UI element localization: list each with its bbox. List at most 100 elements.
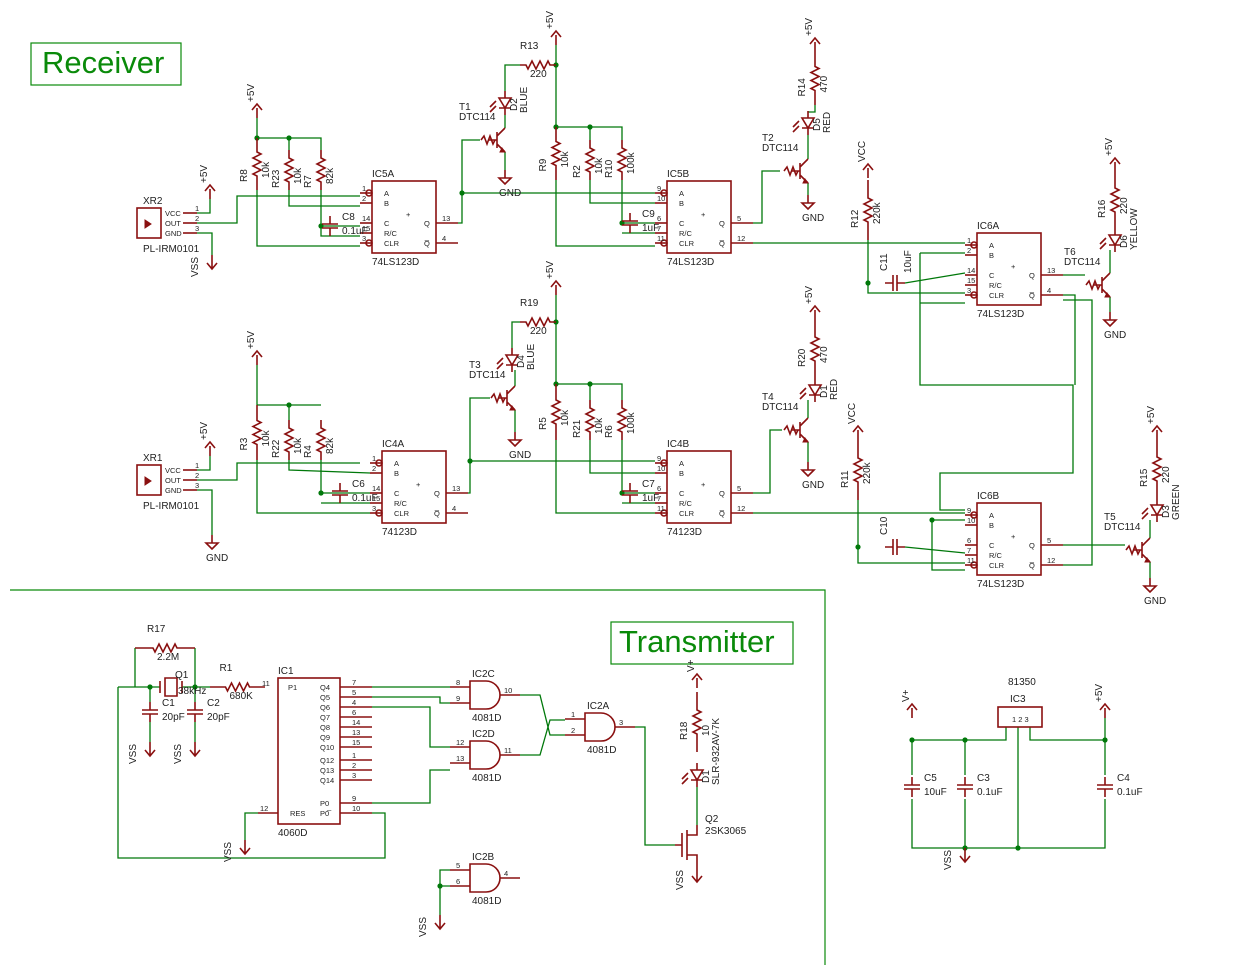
- pin-number: 5: [456, 861, 460, 870]
- invert-bubble: [970, 511, 978, 519]
- pin-number: 7: [657, 224, 661, 233]
- supply-label: +5V: [545, 261, 556, 279]
- pin-number: 1: [195, 461, 199, 470]
- wire: [589, 180, 655, 204]
- supply-arrow-icon: [862, 162, 874, 178]
- supply-label: +5V: [1104, 138, 1115, 156]
- led-icon: [689, 763, 705, 787]
- pin-label: 1 2 3: [1012, 715, 1029, 724]
- pin-label: C: [394, 489, 400, 498]
- led-icon: [1149, 498, 1165, 522]
- resistor-value: 220k: [872, 201, 883, 224]
- pin-number: 1: [352, 751, 356, 760]
- resistor-name: R18: [679, 721, 690, 740]
- pin-number: 4: [442, 234, 446, 243]
- pin-number: 6: [456, 877, 460, 886]
- ground-icon: [507, 432, 523, 448]
- pin-number: 1: [571, 710, 575, 719]
- gate-part: 4081D: [472, 713, 501, 724]
- supply-arrow-icon: [251, 349, 263, 365]
- wire: [197, 232, 213, 255]
- resistor-icon: [862, 180, 874, 240]
- junction-dot: [286, 402, 292, 408]
- resistor-icon: [550, 127, 562, 180]
- pin-number: 5: [737, 214, 741, 223]
- transistor-name: T5: [1104, 512, 1116, 523]
- wire: [555, 322, 623, 400]
- pin-label: B: [679, 469, 684, 478]
- resistor-value: 220k: [862, 461, 873, 484]
- capacitor-icon: [904, 777, 920, 797]
- sensor-name: XR1: [143, 453, 163, 464]
- vss-arrow-icon: [691, 868, 703, 884]
- pin-label: CLR: [989, 561, 1005, 570]
- transistor-part: DTC114: [1064, 257, 1101, 268]
- capacitor-value: 10uF: [924, 787, 947, 798]
- ic-part: 74123D: [667, 527, 702, 538]
- invert-bubble: [365, 239, 373, 247]
- resistor-icon: [809, 320, 821, 378]
- pin-label: A: [989, 241, 994, 250]
- pin-label: B: [384, 199, 389, 208]
- pin-label: C: [679, 489, 685, 498]
- wire: [911, 799, 1106, 849]
- pin-number: 3: [195, 481, 199, 490]
- ground-label: GND: [206, 553, 228, 564]
- pin-label: R/C: [679, 229, 693, 238]
- wire: [256, 190, 360, 247]
- supply-arrow-icon: [906, 702, 918, 718]
- resistor-name: R3: [239, 437, 250, 450]
- capacitor-name: C2: [207, 698, 220, 709]
- emitter-arrow-icon: [802, 437, 809, 443]
- invert-bubble: [660, 189, 668, 197]
- pin-number: 11: [657, 234, 665, 243]
- capacitor-icon: [142, 702, 158, 722]
- invert-bubble: [660, 239, 668, 247]
- wire: [256, 460, 370, 514]
- pin-label: Q: [424, 219, 430, 228]
- wire: [808, 105, 816, 113]
- pin-label: R/C: [384, 229, 398, 238]
- wire: [753, 170, 780, 224]
- resistor-icon: [210, 681, 265, 693]
- invert-bubble: [970, 241, 978, 249]
- crystal-icon: [159, 677, 183, 697]
- ic-body: [381, 450, 447, 524]
- pin-number: 4: [452, 504, 456, 513]
- pin-number: 2: [967, 246, 971, 255]
- gate-name: IC2A: [587, 701, 610, 712]
- ground-icon: [204, 535, 220, 551]
- mosfet-icon: [675, 825, 698, 868]
- ground-label: GND: [802, 480, 824, 491]
- ic-part: 4060D: [278, 828, 307, 839]
- receiver-frame: [30, 42, 182, 86]
- pin-number: 10: [967, 516, 975, 525]
- pin-number: 4: [504, 869, 508, 878]
- wire: [197, 462, 360, 481]
- transistor-part: 2SK3065: [705, 826, 747, 837]
- pin-label: Q7: [320, 713, 330, 722]
- wire: [555, 440, 655, 514]
- supply-label: +5V: [545, 11, 556, 29]
- capacitor-name: C6: [352, 479, 365, 490]
- capacitor-value: 0.1uF: [352, 493, 378, 504]
- resistor-name: R17: [147, 624, 166, 635]
- wire: [1063, 299, 1093, 566]
- resistor-value: 220: [530, 69, 547, 80]
- ir-receiver-body: [136, 207, 162, 239]
- pin-label: +: [406, 210, 411, 219]
- ground-label: GND: [499, 188, 521, 199]
- pin-label: R/C: [394, 499, 408, 508]
- transistor-icon: [792, 417, 809, 443]
- resistor-icon: [852, 440, 864, 500]
- emitter-arrow-icon: [509, 405, 516, 411]
- vss-label: VSS: [128, 744, 139, 764]
- capacitor-icon: [885, 539, 905, 555]
- resistor-value: 220: [1119, 197, 1130, 214]
- invert-bubble: [970, 561, 978, 569]
- led-name: D4: [516, 355, 527, 368]
- pin-label: Q9: [320, 733, 330, 742]
- wire: [468, 460, 655, 494]
- section-divider: [10, 589, 826, 965]
